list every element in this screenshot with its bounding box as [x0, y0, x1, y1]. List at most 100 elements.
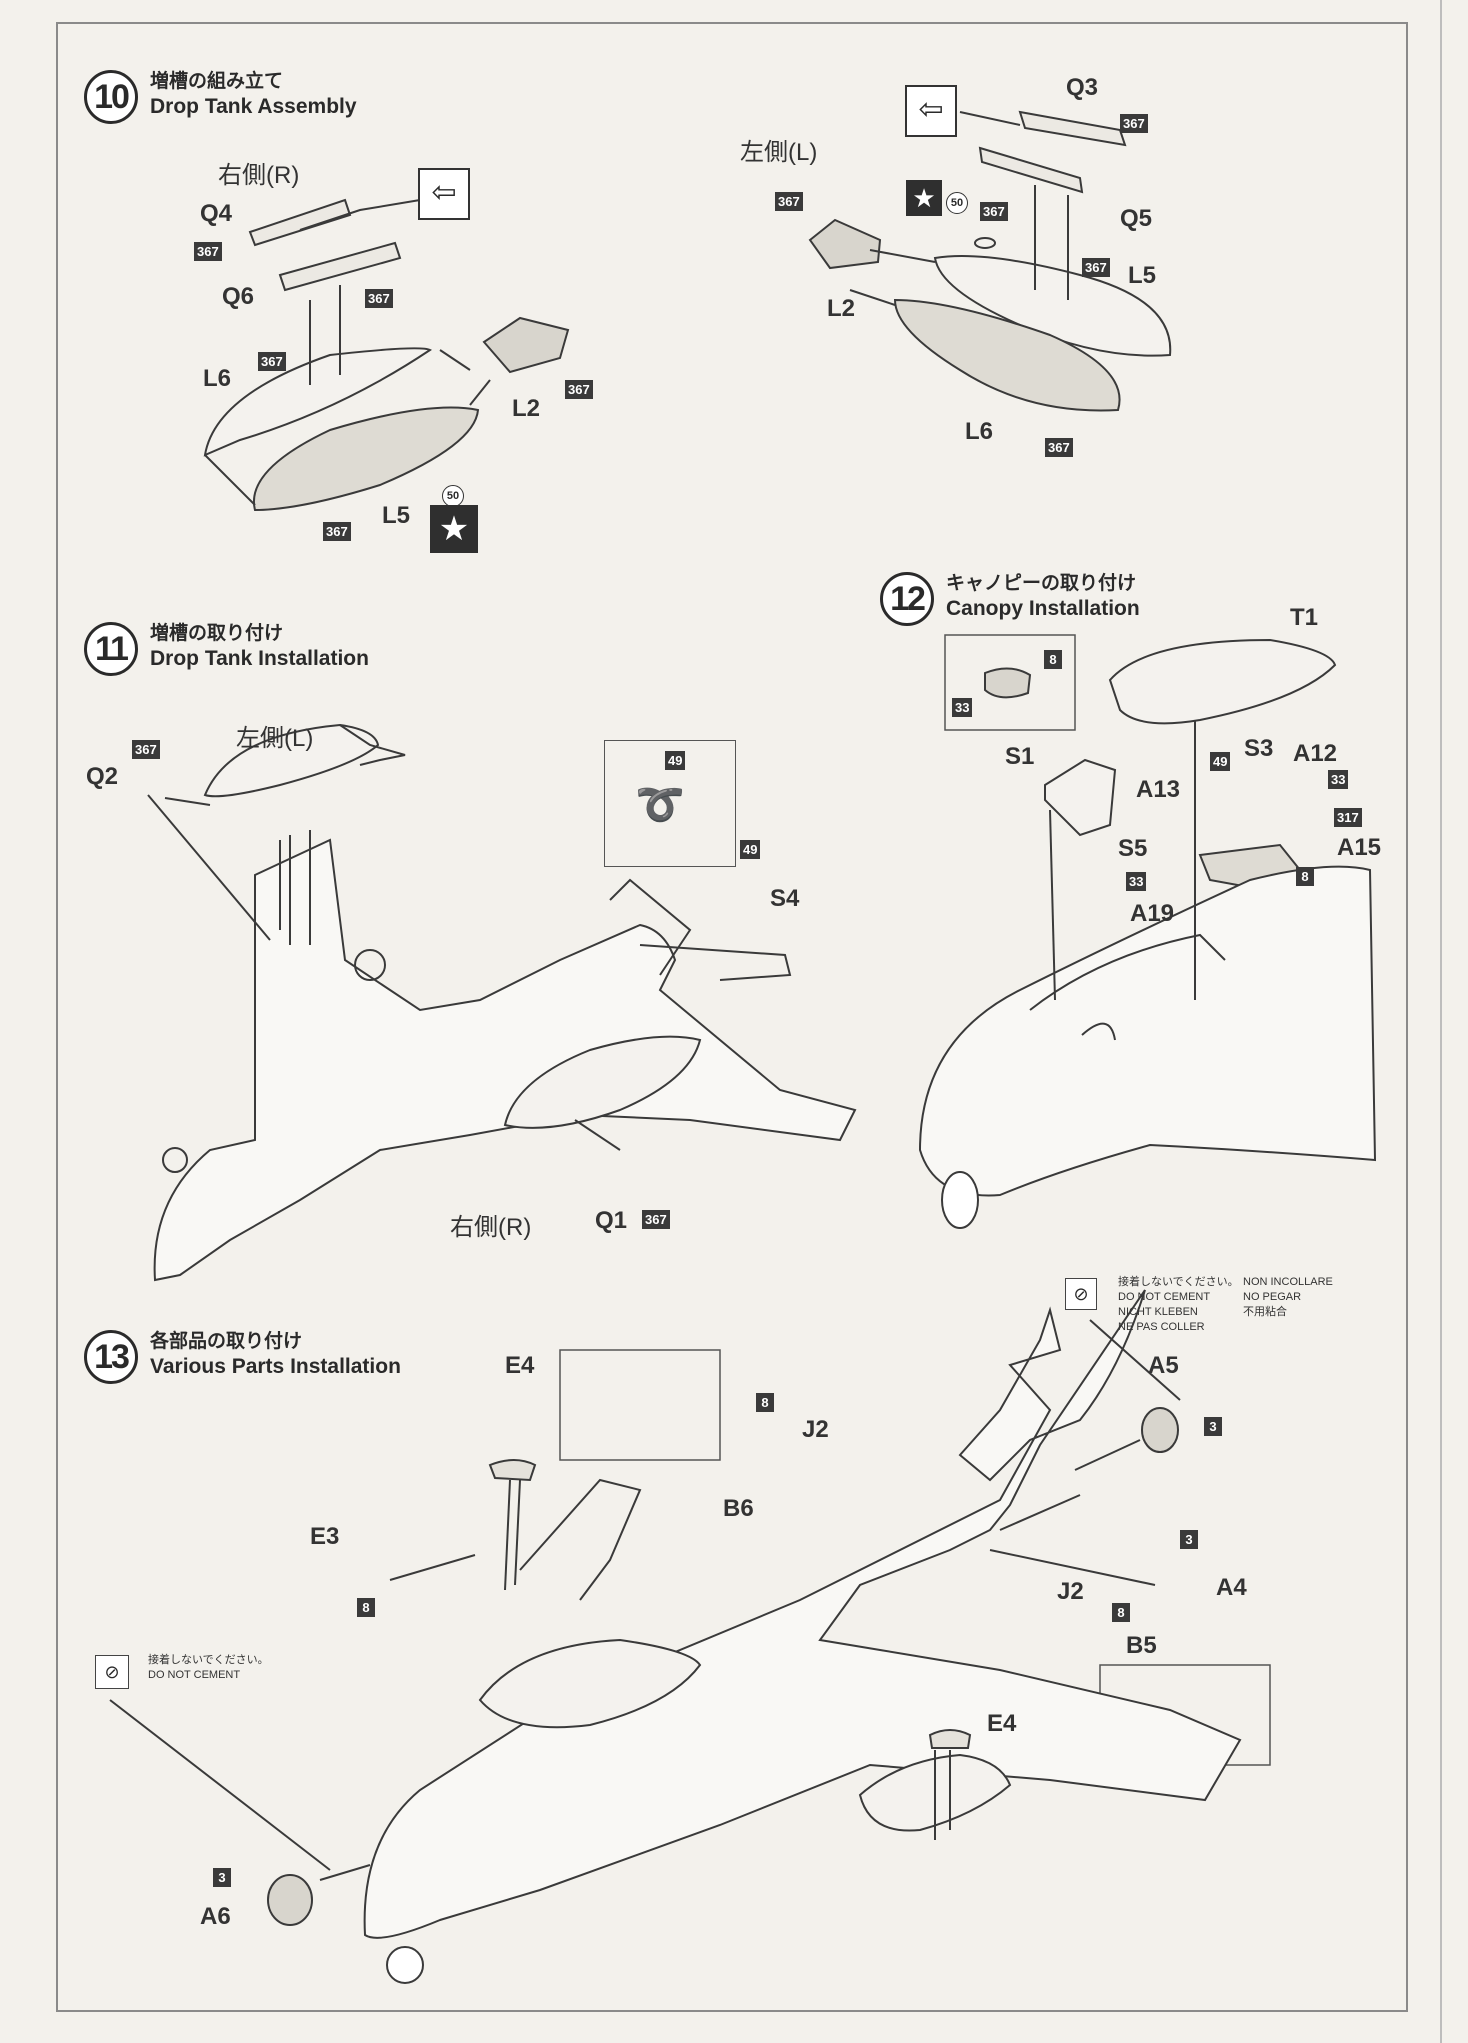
- part-label-e3: E3: [310, 1523, 340, 1550]
- color-badge: 367: [258, 352, 286, 371]
- color-badge: 8: [1296, 867, 1314, 886]
- color-badge: 367: [1120, 114, 1148, 133]
- part-label-a15: A15: [1337, 834, 1382, 861]
- step-number: 11: [84, 622, 138, 676]
- step-title-jp: 各部品の取り付け: [150, 1331, 303, 1352]
- step-title-en: Drop Tank Assembly: [150, 95, 357, 118]
- s4-detail-box: 49 ➰: [604, 740, 736, 867]
- color-badge: 33: [952, 698, 973, 717]
- part-label-l6: L6: [203, 365, 232, 392]
- page-frame: [56, 22, 1408, 2012]
- decal-arrow-icon: ⇦: [418, 168, 470, 220]
- part-label-l6: L6: [965, 418, 994, 445]
- note-fr: NE PAS COLLER: [1118, 1321, 1205, 1333]
- side-label-left: 左側(L): [236, 725, 314, 752]
- step-10-header: 10 増槽の組み立て Drop Tank Assembly: [84, 70, 357, 124]
- color-badge: 367: [323, 522, 351, 541]
- color-badge: 317: [1334, 808, 1362, 827]
- part-label-a13: A13: [1136, 776, 1181, 803]
- step13-aircraft-art: [109, 1289, 1271, 1984]
- color-badge: 3: [1204, 1417, 1222, 1436]
- step-title-jp: 増槽の取り付け: [150, 623, 284, 644]
- part-label-q6: Q6: [222, 283, 255, 310]
- note-jp: 接着しないでください。: [1118, 1276, 1239, 1288]
- note-de: NICHT KLEBEN: [1118, 1306, 1198, 1318]
- part-label-q5: Q5: [1120, 205, 1153, 232]
- color-badge: 367: [1045, 438, 1073, 457]
- note-es: NO PEGAR: [1243, 1291, 1302, 1303]
- note-en: DO NOT CEMENT: [1118, 1291, 1211, 1303]
- color-circle: 50: [946, 192, 968, 214]
- step-number: 13: [84, 1330, 138, 1384]
- part-label-s3: S3: [1244, 735, 1274, 762]
- part-label-l5: L5: [382, 502, 411, 529]
- color-badge: 367: [642, 1210, 670, 1229]
- step-number: 10: [84, 70, 138, 124]
- color-badge: 49: [740, 840, 761, 859]
- part-label-s5: S5: [1118, 835, 1148, 862]
- step-title-en: Drop Tank Installation: [150, 647, 369, 670]
- no-cement-icon: ⊘: [1065, 1278, 1097, 1310]
- part-label-q3: Q3: [1066, 74, 1099, 101]
- part-label-s4: S4: [770, 885, 800, 912]
- color-badge: 49: [665, 751, 686, 770]
- note-it: NON INCOLLARE: [1243, 1276, 1333, 1288]
- side-label-left: 左側(L): [740, 139, 818, 166]
- color-badge: 8: [756, 1393, 774, 1412]
- part-label-q2: Q2: [86, 763, 119, 790]
- part-label-j2: J2: [1057, 1578, 1084, 1605]
- color-circle: 50: [442, 485, 464, 507]
- color-badge: 3: [213, 1868, 231, 1887]
- step11-aircraft-art: [147, 723, 857, 1282]
- step-title-en: Various Parts Installation: [150, 1355, 401, 1378]
- color-badge: 367: [194, 242, 222, 261]
- step-title-jp: キャノピーの取り付け: [946, 573, 1137, 594]
- step-number: 12: [880, 572, 934, 626]
- part-label-a5: A5: [1148, 1352, 1179, 1379]
- note-en: DO NOT CEMENT: [148, 1669, 241, 1681]
- decal-coil-icon: ➰: [635, 783, 685, 827]
- color-badge: 367: [980, 202, 1008, 221]
- step12-canopy-art: [918, 634, 1377, 1229]
- star-decal-icon: ★: [906, 180, 942, 216]
- color-badge: 3: [1180, 1530, 1198, 1549]
- part-label-a12: A12: [1293, 740, 1338, 767]
- part-label-a6: A6: [200, 1903, 231, 1930]
- part-label-e4: E4: [505, 1352, 535, 1379]
- color-badge: 367: [365, 289, 393, 308]
- color-badge: 367: [1082, 258, 1110, 277]
- side-label-right: 右側(R): [450, 1214, 532, 1241]
- color-badge: 367: [775, 192, 803, 211]
- color-badge: 367: [132, 740, 160, 759]
- part-label-s1: S1: [1005, 743, 1035, 770]
- part-label-b6: B6: [723, 1495, 754, 1522]
- color-badge: 367: [565, 380, 593, 399]
- part-label-e4: E4: [987, 1710, 1017, 1737]
- part-label-a4: A4: [1216, 1574, 1247, 1601]
- color-badge: 8: [1044, 650, 1062, 669]
- color-badge: 49: [1210, 752, 1231, 771]
- step-11-header: 11 増槽の取り付け Drop Tank Installation: [84, 622, 369, 676]
- part-label-q1: Q1: [595, 1207, 628, 1234]
- part-label-l5: L5: [1128, 262, 1157, 289]
- color-badge: 33: [1328, 770, 1349, 789]
- step-12-header: 12 キャノピーの取り付け Canopy Installation: [880, 572, 1140, 626]
- part-label-t1: T1: [1290, 604, 1319, 631]
- color-badge: 8: [1112, 1603, 1130, 1622]
- part-label-b5: B5: [1126, 1632, 1157, 1659]
- part-label-j2: J2: [802, 1416, 829, 1443]
- step-title-en: Canopy Installation: [946, 597, 1140, 620]
- part-label-l2: L2: [512, 395, 541, 422]
- color-badge: 8: [357, 1598, 375, 1617]
- step10-left-tank-art: [808, 110, 1172, 412]
- note-jp: 接着しないでください。: [148, 1654, 269, 1666]
- part-label-q4: Q4: [200, 200, 233, 227]
- step-13-header: 13 各部品の取り付け Various Parts Installation: [84, 1330, 401, 1384]
- step-title-jp: 増槽の組み立て: [150, 71, 284, 92]
- star-decal-icon: ★: [430, 505, 478, 553]
- decal-arrow-icon: ⇦: [905, 85, 957, 137]
- side-label-right: 右側(R): [218, 162, 300, 189]
- part-label-a19: A19: [1130, 900, 1175, 927]
- page-edge: [1440, 0, 1450, 2043]
